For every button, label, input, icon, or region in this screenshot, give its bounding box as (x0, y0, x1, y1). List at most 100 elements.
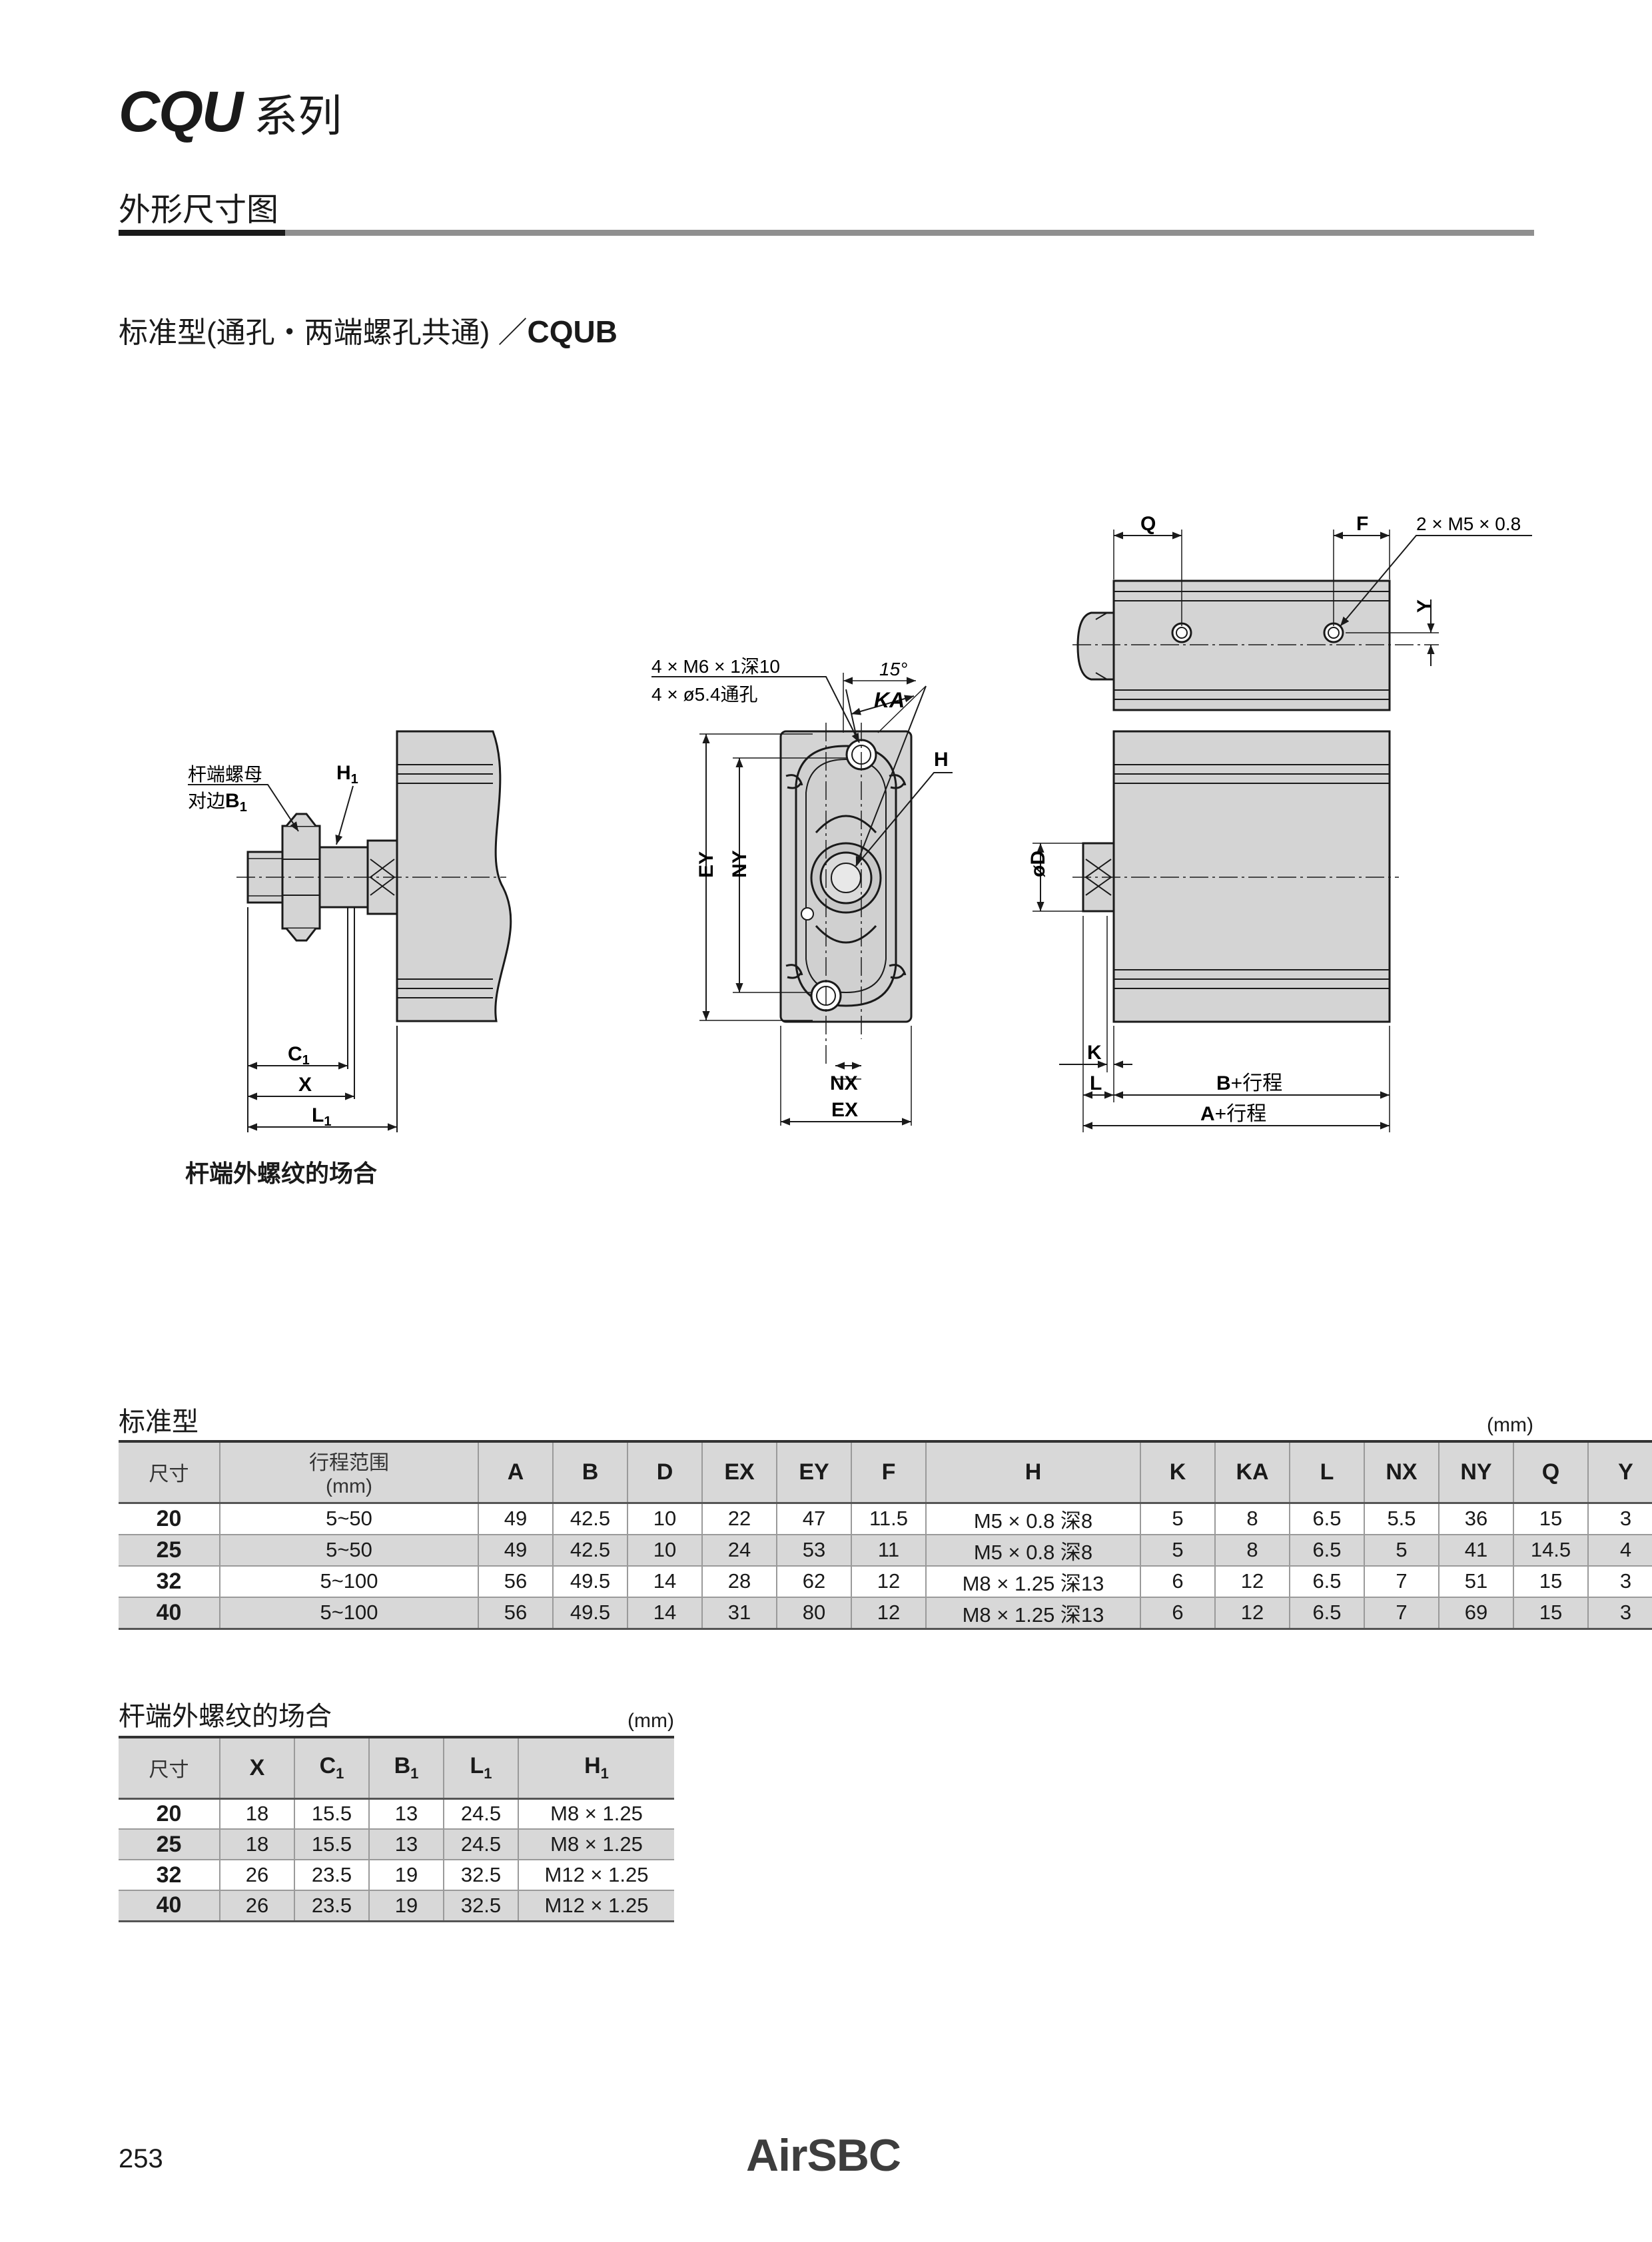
standard-table-unit: (mm) (1487, 1414, 1533, 1436)
col-b1: B1 (368, 1737, 444, 1800)
col-l: L (1289, 1441, 1364, 1504)
table-cell: 8 (1214, 1503, 1290, 1535)
col-size: 尺寸 (119, 1737, 220, 1800)
standard-table-title: 标准型 (119, 1407, 199, 1437)
table-cell: 7 (1364, 1565, 1439, 1598)
table-cell: M12 × 1.25 (518, 1890, 674, 1922)
dimension-drawing: 杆端螺母 对边B1 H1 C1 X L1 (188, 513, 1532, 1132)
ny-label: NY (729, 850, 751, 878)
table-cell: 6 (1140, 1565, 1215, 1598)
table-cell: 6.5 (1289, 1597, 1364, 1630)
h1-label: H1 (336, 762, 358, 787)
table-cell: 22 (701, 1503, 777, 1535)
table-cell: 6.5 (1289, 1534, 1364, 1567)
col-ka: KA (1214, 1441, 1290, 1504)
table-cell: 5 (1140, 1503, 1215, 1535)
table-cell: 18 (219, 1798, 294, 1830)
table-cell: 5~50 (219, 1534, 478, 1567)
table-cell: 14 (627, 1597, 702, 1630)
k-label: K (1087, 1042, 1102, 1064)
table-cell: 11.5 (851, 1503, 926, 1535)
table-cell: 10 (627, 1503, 702, 1535)
section-underline-accent (119, 230, 285, 236)
standard-dimension-table: 尺寸 行程范围 (mm) A B D EX EY F H K KA L NX N… (119, 1440, 1652, 1630)
c1-label: C1 (288, 1043, 310, 1068)
table-cell: 32.5 (443, 1860, 518, 1891)
section-underline (285, 230, 1534, 236)
ex-label: EX (831, 1099, 858, 1121)
table-cell: 56 (478, 1597, 553, 1630)
col-h: H (925, 1441, 1140, 1504)
b-stroke-label: B+行程 (1216, 1072, 1282, 1094)
col-stroke-range: 行程范围 (mm) (219, 1441, 478, 1504)
table-cell: 6.5 (1289, 1503, 1364, 1535)
col-l1: L1 (443, 1737, 518, 1800)
drawing-subtitle: 标准型(通孔・两端螺孔共通) ／CQUB (119, 313, 618, 352)
f-label: F (1356, 513, 1368, 535)
table-cell: 23.5 (294, 1860, 369, 1891)
size-cell: 40 (119, 1597, 220, 1630)
table-cell: 53 (776, 1534, 851, 1567)
table-cell: 80 (776, 1597, 851, 1630)
table-cell: 14 (627, 1565, 702, 1598)
ka-label: KA (874, 688, 905, 712)
l1-label: L1 (312, 1104, 331, 1129)
section-title: 外形尺寸图 (119, 192, 279, 228)
table-cell: 24.5 (443, 1829, 518, 1860)
table-cell: 19 (368, 1860, 444, 1891)
table-cell: 15 (1513, 1597, 1588, 1630)
table-header-row: 尺寸 X C1 B1 L1 H1 (119, 1737, 674, 1800)
table-cell: 7 (1364, 1597, 1439, 1630)
table-cell: 12 (1214, 1565, 1290, 1598)
table-cell: 3 (1587, 1565, 1652, 1598)
table-cell: 12 (1214, 1597, 1290, 1630)
table-cell: 12 (851, 1597, 926, 1630)
table-cell: 5.5 (1364, 1503, 1439, 1535)
size-cell: 25 (119, 1829, 220, 1860)
col-a: A (478, 1441, 553, 1504)
subtitle-model: CQUB (527, 314, 618, 349)
table-cell: 26 (219, 1860, 294, 1891)
od-label: øD (1027, 851, 1049, 877)
table-cell: 3 (1587, 1597, 1652, 1630)
col-q: Q (1513, 1441, 1588, 1504)
table-cell: 10 (627, 1534, 702, 1567)
table-cell: 13 (368, 1829, 444, 1860)
table-cell: M5 × 0.8 深8 (925, 1534, 1140, 1567)
table-cell: 31 (701, 1597, 777, 1630)
size-cell: 20 (119, 1503, 220, 1535)
col-ey: EY (776, 1441, 851, 1504)
table-cell: 15.5 (294, 1829, 369, 1860)
table-cell: 49 (478, 1503, 553, 1535)
series-code: CQU (119, 80, 243, 144)
col-ny: NY (1438, 1441, 1513, 1504)
col-x: X (219, 1737, 294, 1800)
table-cell: 18 (219, 1829, 294, 1860)
table-cell: 24.5 (443, 1798, 518, 1830)
col-d: D (627, 1441, 702, 1504)
h-label: H (934, 749, 949, 771)
table-cell: 11 (851, 1534, 926, 1567)
y-label: Y (1414, 599, 1436, 613)
subtitle-text: 标准型(通孔・两端螺孔共通) ／ (119, 316, 528, 349)
table-cell: 42.5 (552, 1503, 627, 1535)
across-flats-label: 对边B1 (188, 790, 247, 815)
table-cell: M8 × 1.25 (518, 1829, 674, 1860)
table-cell: 3 (1587, 1503, 1652, 1535)
table-cell: 15.5 (294, 1798, 369, 1830)
col-c1: C1 (294, 1737, 369, 1800)
mount-hole-label: 4 × ø5.4通孔 (651, 684, 758, 705)
mount-thread-label: 4 × M6 × 1深10 (651, 656, 780, 677)
port-label: 2 × M5 × 0.8 (1416, 514, 1521, 534)
col-f: F (851, 1441, 926, 1504)
col-ex: EX (701, 1441, 777, 1504)
table-cell: 5~100 (219, 1597, 478, 1630)
table-cell: 5 (1364, 1534, 1439, 1567)
table-cell: 15 (1513, 1503, 1588, 1535)
